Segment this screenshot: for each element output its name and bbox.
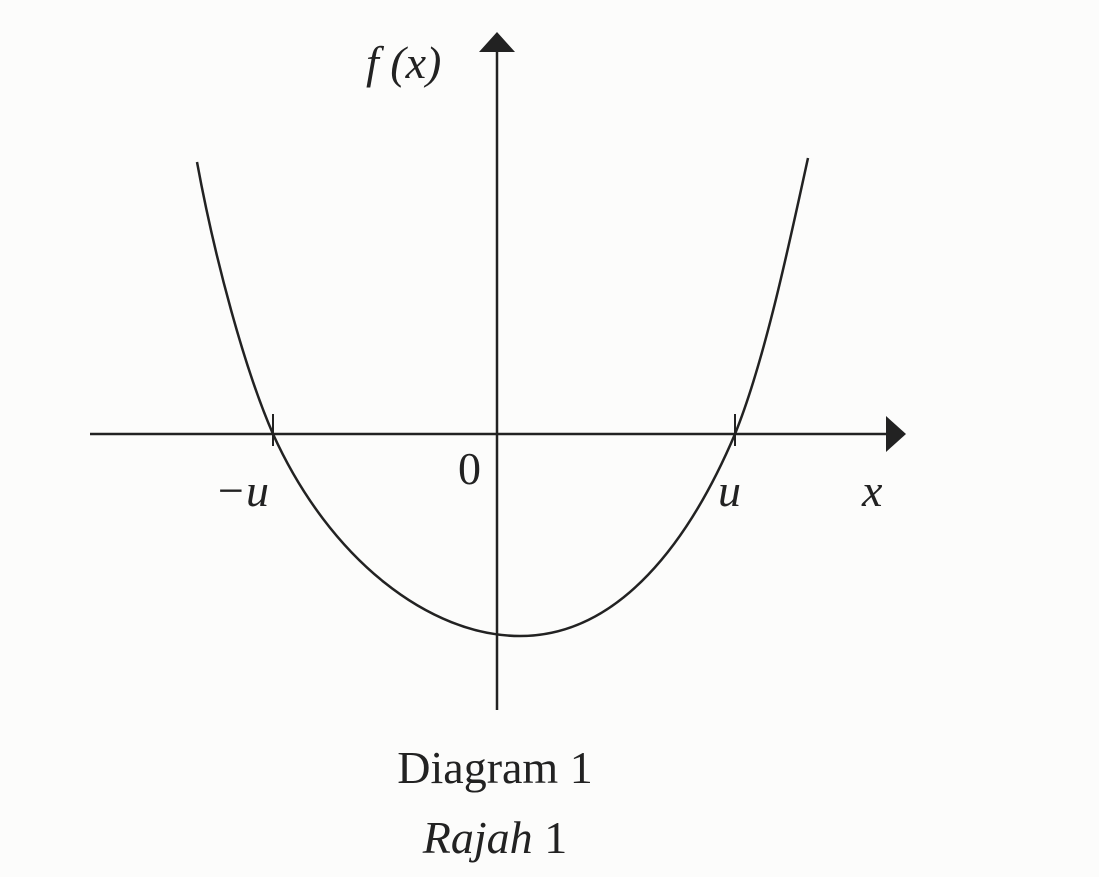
y-axis-label: f (x) [366,37,442,88]
caption-malay-number: 1 [544,812,568,863]
x-axis-arrow [886,416,906,452]
x-axis-label: x [862,465,883,516]
curve-f [195,157,810,638]
caption-english: Diagram 1 [397,742,593,793]
right-root-label: u [718,465,741,516]
caption-malay: Rajah 1 [0,815,990,861]
caption-malay-word: Rajah [422,812,533,863]
origin-label: 0 [458,443,481,494]
y-axis-arrow [479,32,515,52]
left-root-label: −u [215,465,270,516]
